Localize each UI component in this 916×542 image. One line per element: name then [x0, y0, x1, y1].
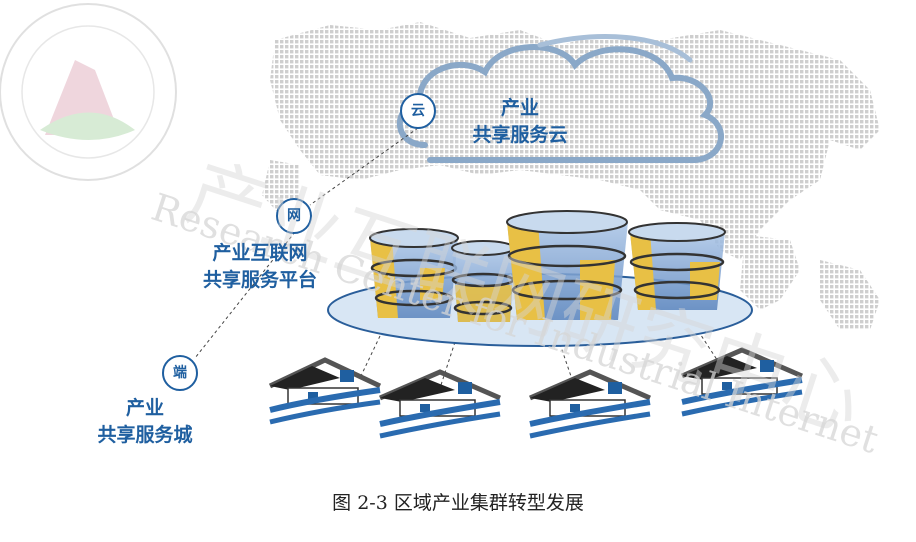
endpoint-badge-circle: [162, 355, 198, 391]
network-badge-circle: [276, 198, 312, 234]
endpoint-label-line-1: 产业: [125, 397, 164, 419]
figure-caption: 图 2-3 区域产业集群转型发展: [332, 492, 584, 514]
watermark-seal: [0, 3, 177, 181]
house-2: [379, 369, 501, 439]
network-label: 产业互联网 共享服务平台: [180, 240, 340, 294]
cloud-label-line-1: 产业: [500, 97, 539, 119]
network-badge-label: 网: [287, 208, 301, 224]
network-label-line-1: 产业互联网: [212, 242, 308, 264]
bucket-4: [628, 222, 726, 310]
cloud-label: 产业 共享服务云: [450, 95, 590, 149]
endpoint-badge-label: 端: [173, 365, 187, 381]
bucket-3: [506, 210, 628, 320]
endpoint-label-line-2: 共享服务城: [97, 424, 193, 446]
house-4: [681, 347, 803, 417]
bucket-2: [451, 240, 515, 322]
endpoint-label: 产业 共享服务城: [75, 395, 215, 449]
cloud-badge-label: 云: [411, 103, 425, 119]
cloud-badge-circle: [400, 93, 436, 129]
cloud-highlight: [537, 34, 693, 63]
cloud-label-line-2: 共享服务云: [472, 124, 568, 146]
house-3: [529, 369, 651, 439]
network-label-line-2: 共享服务平台: [202, 269, 317, 291]
house-1: [268, 357, 382, 425]
bucket-1: [369, 228, 459, 318]
